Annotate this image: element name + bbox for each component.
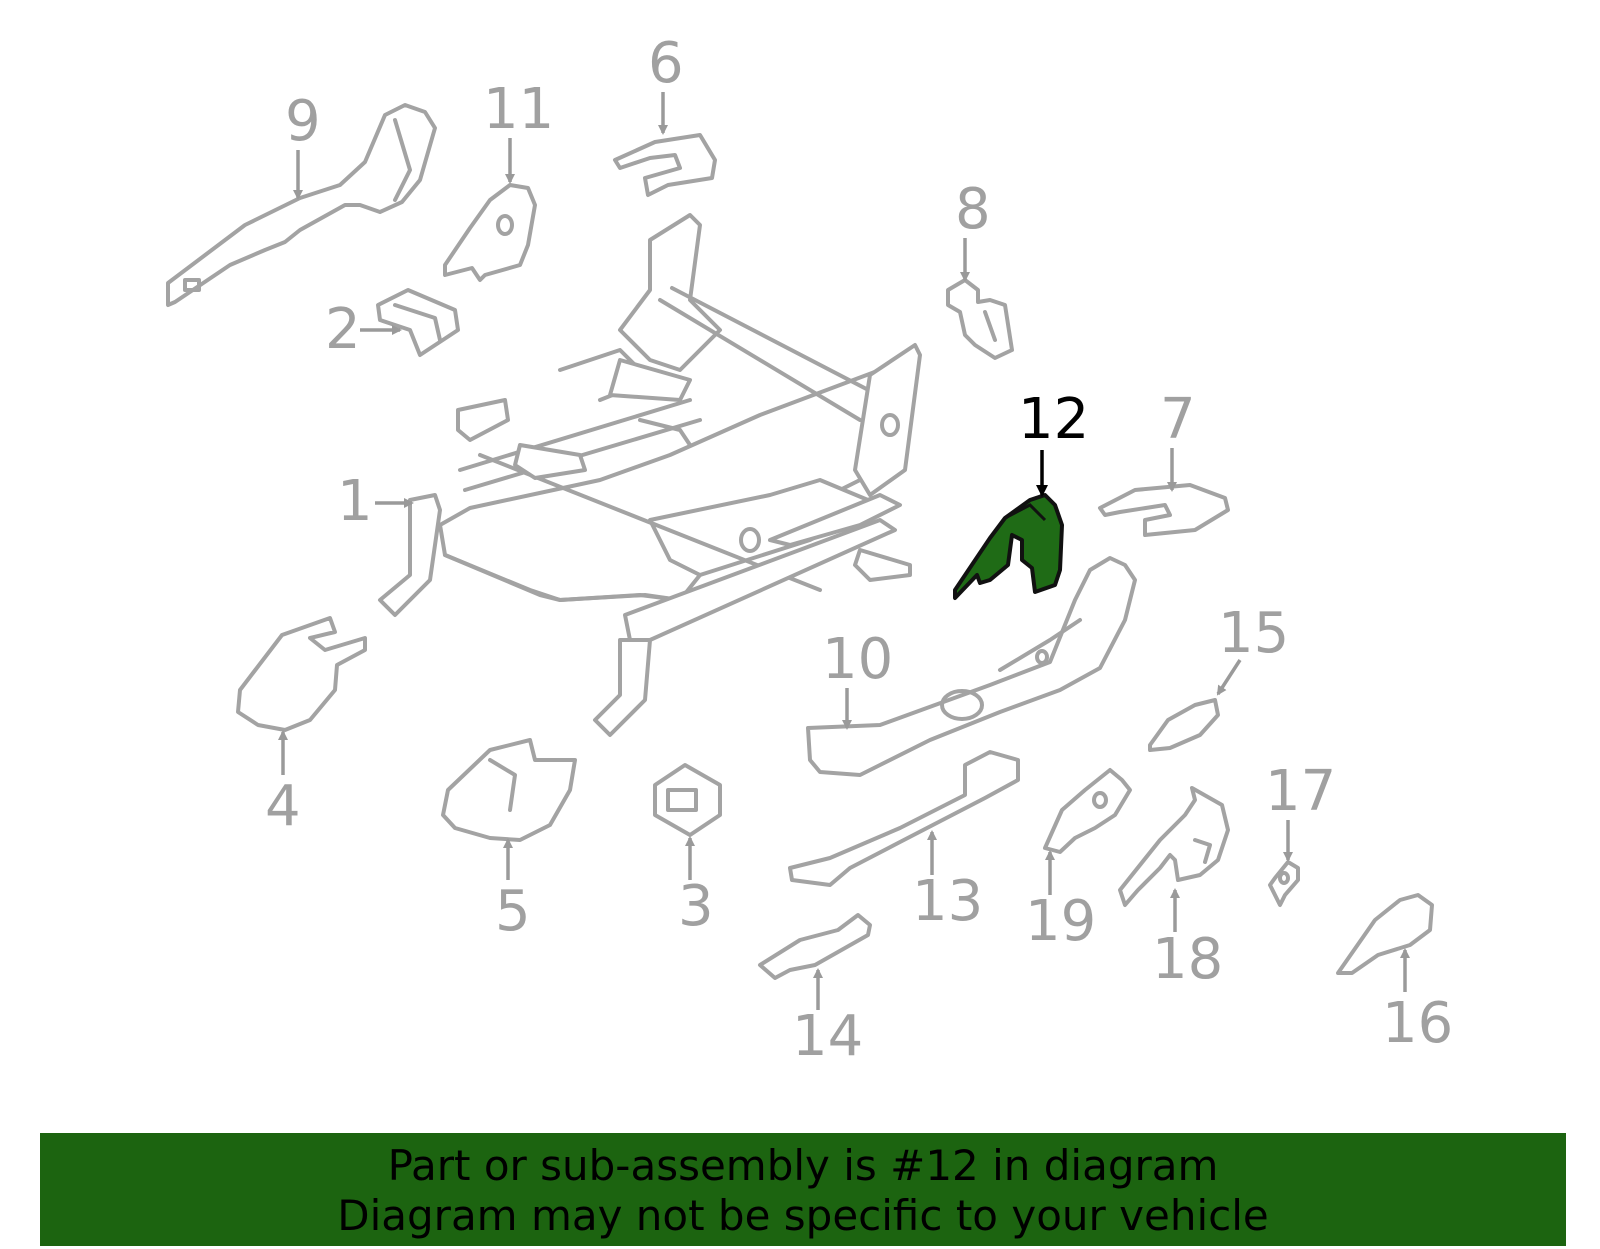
callout-3-label: 3 [678,874,714,939]
part-18[interactable] [1118,786,1230,907]
callout-17-label: 17 [1265,759,1336,824]
callout-17[interactable]: 17 [1265,759,1336,862]
callout-15[interactable]: 15 [1216,601,1289,696]
callout-6[interactable]: 6 [648,31,684,135]
callout-16[interactable]: 16 [1382,948,1453,1056]
callout-14[interactable]: 14 [792,968,863,1069]
banner-line-2: Diagram may not be specific to your vehi… [337,1191,1269,1240]
callout-10-label: 10 [822,627,893,692]
callout-9-label: 9 [285,89,321,154]
callout-8-label: 8 [955,177,991,242]
part-14[interactable] [758,913,872,980]
callout-15-label: 15 [1218,601,1289,666]
banner-line-1: Part or sub-assembly is #12 in diagram [387,1141,1219,1190]
callout-16-label: 16 [1382,991,1453,1056]
callout-1[interactable]: 1 [337,469,414,534]
callout-1-label: 1 [337,469,373,534]
callout-2-label: 2 [325,297,361,362]
callout-7[interactable]: 7 [1160,387,1196,492]
parts-diagram: 1 2 3 4 5 6 [166,31,1453,1069]
part-7[interactable] [1098,483,1230,537]
callout-6-label: 6 [648,31,684,96]
callout-15-arrow [1216,659,1242,696]
callout-19-label: 19 [1025,889,1096,954]
callout-13-label: 13 [912,869,983,934]
callout-13[interactable]: 13 [912,830,983,934]
part-6[interactable] [613,133,717,197]
callout-14-label: 14 [792,1004,863,1069]
callout-19[interactable]: 19 [1025,850,1096,954]
callout-5-label: 5 [495,879,531,944]
info-banner: Part or sub-assembly is #12 in diagram D… [40,1133,1566,1246]
callout-2[interactable]: 2 [325,297,402,362]
callout-4[interactable]: 4 [265,730,301,839]
callout-10[interactable]: 10 [822,627,893,730]
callout-3[interactable]: 3 [678,836,714,939]
part-2[interactable] [376,288,460,357]
callout-8[interactable]: 8 [955,177,991,282]
callout-12[interactable]: 12 [1018,387,1089,497]
callout-9[interactable]: 9 [285,89,321,200]
part-15[interactable] [1148,698,1220,752]
callout-11[interactable]: 11 [483,77,554,184]
part-12-highlighted[interactable] [953,493,1064,600]
part-13[interactable] [788,750,1020,887]
part-4[interactable] [236,616,367,732]
callout-5[interactable]: 5 [495,838,531,944]
part-11[interactable] [443,183,537,282]
part-1-seat-frame[interactable] [378,213,922,737]
callout-12-label: 12 [1018,387,1089,452]
part-19[interactable] [1043,768,1132,854]
callout-11-label: 11 [483,77,554,142]
callout-18-label: 18 [1152,927,1223,992]
part-9[interactable] [166,103,437,307]
callout-4-label: 4 [265,774,301,839]
part-3[interactable] [653,763,722,837]
part-10[interactable] [806,556,1137,777]
callout-18[interactable]: 18 [1152,888,1223,992]
callout-7-label: 7 [1160,387,1196,452]
part-5[interactable] [441,738,577,842]
part-17[interactable] [1268,860,1300,907]
part-16[interactable] [1336,893,1434,975]
part-8[interactable] [946,278,1014,360]
